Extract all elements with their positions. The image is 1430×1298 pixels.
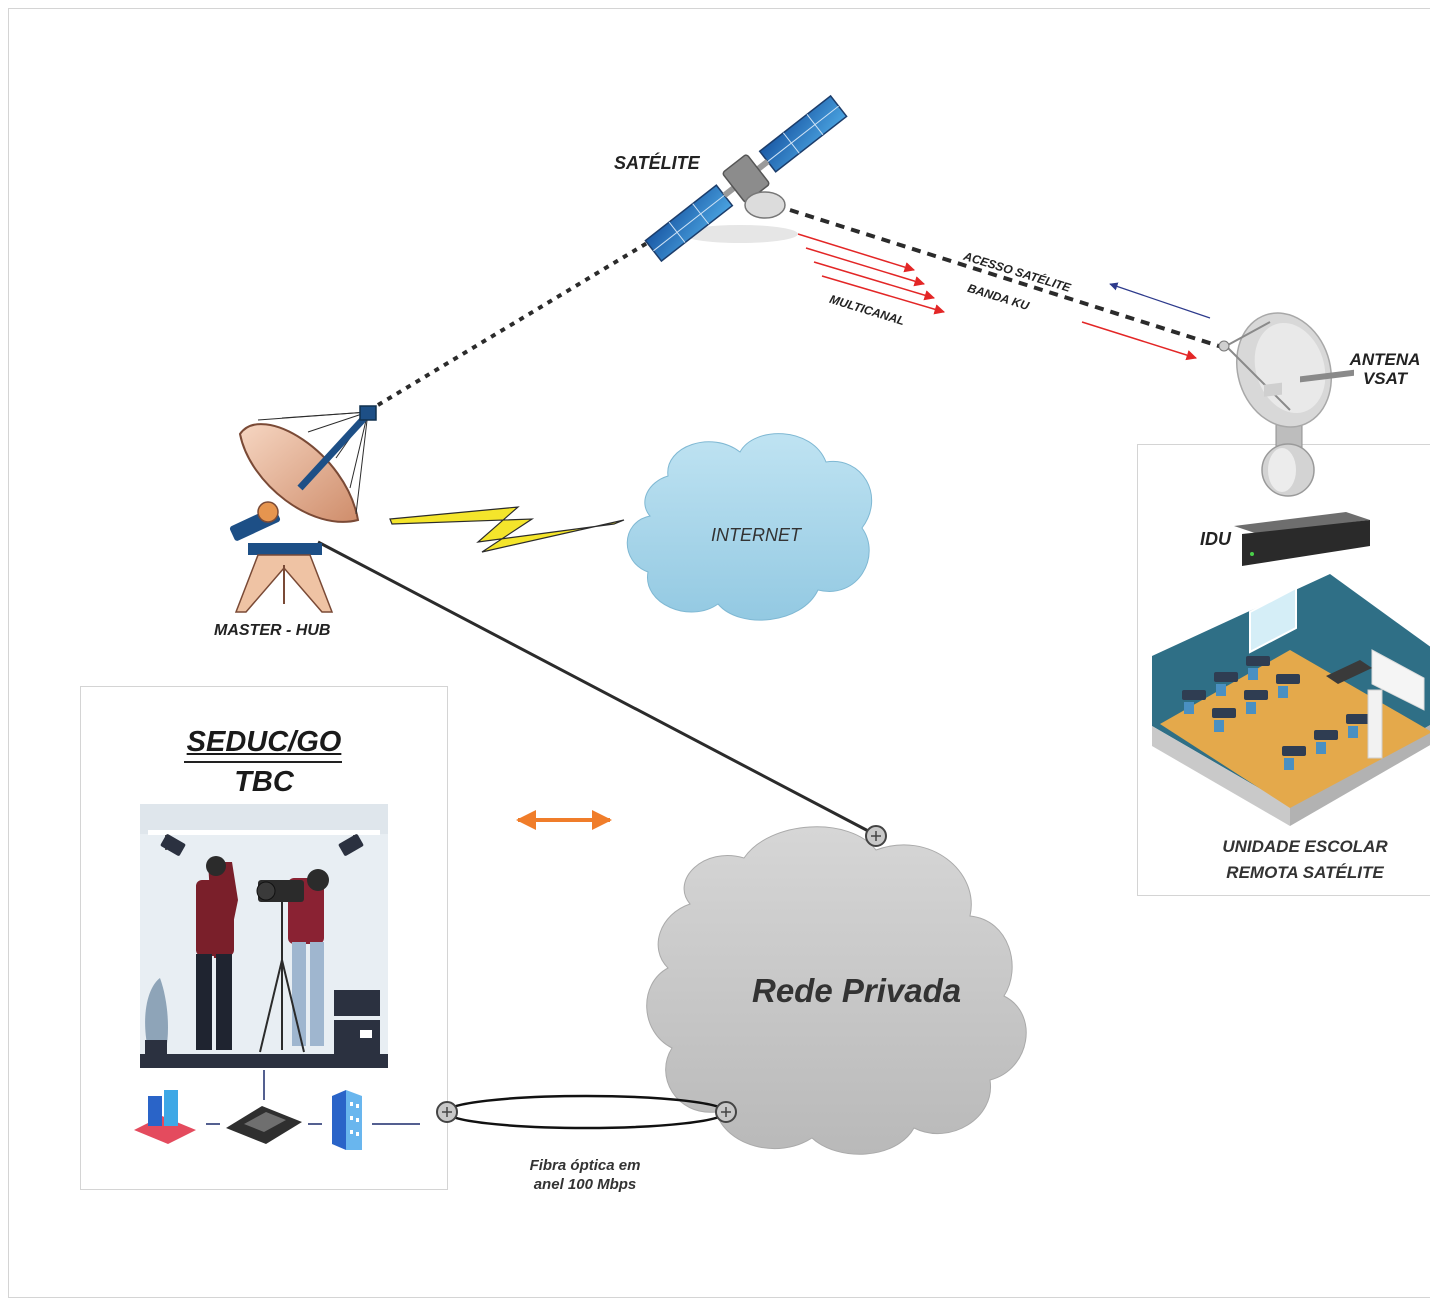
vsat-antenna-label-line2: VSAT: [1362, 369, 1408, 388]
fiber-label: Fibra óptica em anel 100 Mbps: [480, 1156, 690, 1194]
downlink-arrow: [1081, 321, 1198, 361]
satellite-icon: [644, 94, 848, 263]
satellite-vsat-link: [789, 208, 1223, 349]
idu-label: IDU: [1200, 529, 1231, 549]
classroom-illustration: [1152, 574, 1430, 826]
school-unit-label-line2: REMOTA SATÉLITE: [1226, 863, 1384, 882]
fiber-label-line1: Fibra óptica em: [529, 1157, 641, 1174]
school-unit-label: UNIDADE ESCOLAR REMOTA SATÉLITE: [1180, 834, 1430, 886]
vsat-antenna-label: ANTENA VSAT: [1340, 350, 1430, 388]
router-icon: [865, 825, 887, 847]
private-network-cloud-icon: [646, 826, 1027, 1155]
private-network-label: Rede Privada: [752, 972, 962, 1009]
master-hub-label: MASTER - HUB: [214, 622, 331, 639]
lightning-icon: [389, 506, 625, 553]
vsat-antenna-icon: [1218, 312, 1333, 497]
school-unit-label-line1: UNIDADE ESCOLAR: [1222, 837, 1388, 856]
hub-private-network-link: [317, 540, 875, 836]
fiber-label-line2: anel 100 Mbps: [533, 1176, 637, 1193]
tv-studio-illustration: [140, 804, 388, 1068]
router-icon: [715, 1101, 737, 1123]
fiber-ring: [444, 1094, 728, 1130]
internet-cloud-icon: [626, 433, 873, 621]
multichannel-arrows: [797, 233, 946, 315]
server-icon: [134, 1090, 196, 1144]
satellite-label: SATÉLITE: [614, 153, 700, 173]
internet-label: INTERNET: [711, 525, 801, 545]
switch-icon: [226, 1070, 302, 1144]
satellite-dish-icon: [229, 405, 377, 613]
uplink-arrow: [1109, 282, 1211, 319]
idu-rack-icon: [1234, 369, 1370, 566]
router-icon: [436, 1101, 458, 1123]
seduc-label: SEDUC/GO: [186, 726, 342, 758]
hub-satellite-link: [376, 220, 684, 407]
tbc-label: TBC: [234, 766, 294, 798]
vsat-antenna-label-line1: ANTENA: [1349, 350, 1421, 369]
building-server-icon: [332, 1090, 362, 1150]
